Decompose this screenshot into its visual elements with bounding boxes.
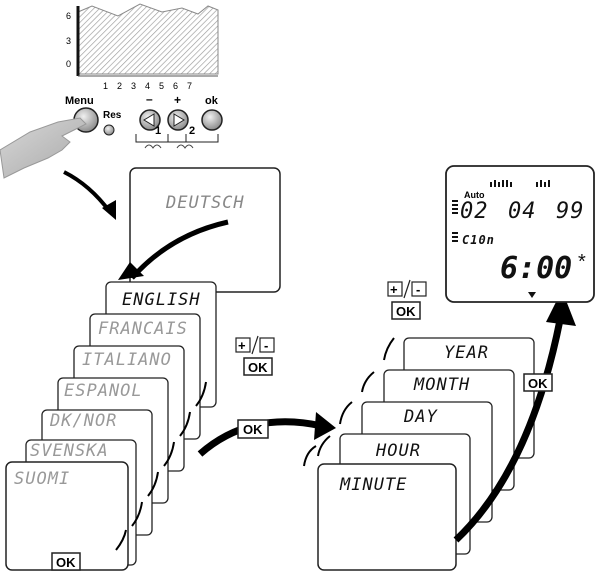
step-arrow <box>131 501 143 527</box>
language-option: DEUTSCH <box>165 193 245 213</box>
datetime-field: HOUR <box>375 441 421 461</box>
arrow-head-icon <box>546 290 576 326</box>
chart-x-tick: 6 <box>173 81 178 91</box>
level-icon <box>452 200 458 214</box>
datetime-field: MONTH <box>413 375 470 395</box>
ok-key-label: OK <box>56 555 76 570</box>
arrow-head-icon <box>118 262 144 280</box>
language-option: ITALIANO <box>82 350 172 370</box>
group-bracket-1 <box>135 134 187 143</box>
language-option: DK/NOR <box>49 411 117 431</box>
lcd-display: Auto 02 04 99 C10n 6:00 * <box>445 165 595 303</box>
language-option: FRANCAIS <box>98 319 188 339</box>
slash-divider <box>403 279 411 299</box>
arrow-head-icon <box>102 200 116 220</box>
group-number-1: 1 <box>155 125 161 137</box>
ok-key-label: OK <box>243 422 263 437</box>
menu-label: Menu <box>65 95 94 107</box>
star-indicator: * <box>578 251 586 273</box>
day-marker-icon <box>528 292 536 298</box>
flow-arrow <box>63 170 112 214</box>
left-arrow-icon <box>143 113 155 127</box>
device-panel: 6 3 0 1 2 3 4 5 6 7 Menu Res – + ok 1 2 <box>0 3 223 179</box>
chart-y-tick: 3 <box>66 36 71 46</box>
language-option: ENGLISH <box>122 290 201 310</box>
ok-key-label: OK <box>396 304 416 319</box>
step-arrow <box>163 441 175 467</box>
ok-key-label: OK <box>528 376 548 391</box>
plus-key-label: + <box>238 338 246 353</box>
day-bars <box>490 180 550 187</box>
step-arrow <box>147 471 159 497</box>
datetime-field: YEAR <box>444 343 489 363</box>
temperature-readout: C10n <box>462 233 495 247</box>
ok-label: ok <box>205 95 219 107</box>
reset-button[interactable] <box>103 124 115 136</box>
chart-x-tick: 2 <box>117 81 122 91</box>
datetime-field: DAY <box>403 407 438 427</box>
res-label: Res <box>103 110 122 121</box>
right-arrow-icon <box>173 113 185 127</box>
plus-key-label: + <box>390 282 398 297</box>
minus-key-label: - <box>416 282 420 297</box>
ok-key[interactable] <box>237 419 269 439</box>
plus-key[interactable] <box>235 337 251 353</box>
chart-x-tick: 5 <box>159 81 164 91</box>
chart-x-tick: 1 <box>103 81 108 91</box>
datetime-card-minute <box>317 463 457 571</box>
mini-program-chart: 6 3 0 1 2 3 4 5 6 7 <box>66 3 219 91</box>
minus-key-label: - <box>264 338 268 353</box>
chart-x-tick: 7 <box>187 81 192 91</box>
display-frame <box>445 165 595 303</box>
chart-x-tick: 4 <box>145 81 150 91</box>
chart-y-tick: 0 <box>66 59 71 69</box>
datetime-card-stack: YEAR MONTH DAY HOUR MINUTE <box>303 337 535 571</box>
flow-arrow <box>453 319 564 543</box>
plus-label: + <box>174 93 181 107</box>
step-arrow <box>317 435 331 457</box>
language-option: ESPANOL <box>64 381 143 401</box>
ok-key[interactable] <box>523 373 553 392</box>
date-month: 04 <box>508 199 537 224</box>
language-option: SVENSKA <box>30 441 109 461</box>
step-arrow <box>383 337 395 361</box>
chart-x-tick: 3 <box>131 81 136 91</box>
plus-key[interactable] <box>387 281 403 297</box>
ok-key[interactable] <box>51 552 81 571</box>
arrow-head-icon <box>314 412 336 440</box>
minus-label: – <box>146 92 153 106</box>
time-readout: 6:00 <box>500 251 572 286</box>
datetime-field: MINUTE <box>339 475 407 495</box>
minus-key[interactable] <box>411 281 427 297</box>
language-option: SUOMI <box>14 469 70 489</box>
step-arrow <box>361 371 375 393</box>
step-arrow <box>195 381 207 407</box>
minus-key[interactable] <box>259 337 275 353</box>
finger-icon <box>176 144 194 149</box>
chart-y-tick: 6 <box>66 11 71 21</box>
slash-divider <box>251 335 259 355</box>
step-arrow <box>179 411 191 437</box>
mode-indicator: Auto <box>464 190 485 200</box>
ok-key-label: OK <box>248 360 268 375</box>
ok-button[interactable] <box>201 109 223 131</box>
flow-arrow <box>130 219 229 280</box>
step-arrow <box>115 529 127 551</box>
plus-minus-left: + - OK <box>235 335 275 376</box>
ok-key[interactable] <box>391 301 421 320</box>
plus-minus-right: + - OK <box>387 279 427 320</box>
level-icon <box>452 232 458 242</box>
date-day: 02 <box>460 199 489 224</box>
group-number-2: 2 <box>189 125 195 137</box>
group-bracket-2 <box>167 134 219 143</box>
date-year: 99 <box>556 199 585 224</box>
pointing-hand-icon <box>0 117 87 179</box>
ok-key[interactable] <box>243 357 273 376</box>
language-card-stack: DEUTSCH ENGLISH FRANCAIS ITALIANO ESPANO… <box>5 167 281 571</box>
step-arrow <box>303 445 317 467</box>
step-arrow <box>339 401 353 425</box>
finger-icon <box>144 144 162 149</box>
